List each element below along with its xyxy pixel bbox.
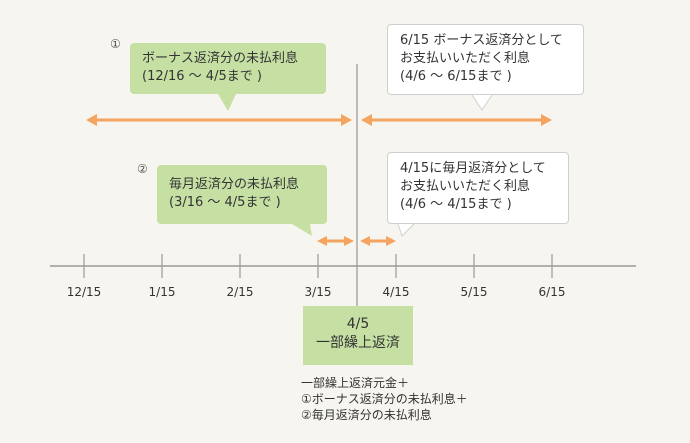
arrowhead	[541, 114, 552, 126]
arrowhead	[341, 114, 352, 126]
arrowhead	[360, 236, 370, 246]
callout-tail-monthly-due	[397, 223, 415, 237]
tick-label-6-15: 6/15	[538, 285, 566, 299]
arrowhead	[361, 114, 372, 126]
arrowhead	[386, 236, 396, 246]
tick-label-4-15: 4/15	[382, 285, 410, 299]
callout-tail-bonus-due	[471, 94, 493, 111]
prepayment-breakdown-note: 一部繰上返済元金＋ ①ボーナス返済分の未払利息＋ ②毎月返済分の未払利息	[301, 376, 468, 422]
callout-bonus-due-interest: 6/15 ボーナス返済分として お支払いいただく利息 (4/6 〜 6/15まで…	[387, 24, 584, 95]
callout-monthly-unpaid-interest: 毎月返済分の未払利息 (3/16 〜 4/5まで )	[157, 165, 327, 224]
arrow-heads	[86, 114, 552, 246]
callout-tail-bonus-unpaid	[218, 94, 236, 111]
arrowhead	[86, 114, 97, 126]
timeline-ticks	[83, 254, 553, 278]
tick-label-5-15: 5/15	[460, 285, 488, 299]
partial-prepayment-box: 4/5 一部繰上返済	[303, 306, 413, 365]
tick-label-2-15: 2/15	[226, 285, 254, 299]
marker-2: ②	[137, 162, 148, 176]
tick-label-1-15: 1/15	[148, 285, 176, 299]
callout-monthly-due-interest: 4/15に毎月返済分として お支払いいただく利息 (4/6 〜 4/15まで )	[387, 152, 569, 224]
marker-1: ①	[110, 37, 121, 51]
arrowhead	[344, 236, 354, 246]
callout-bonus-unpaid-interest: ボーナス返済分の未払利息 (12/16 〜 4/5まで )	[130, 43, 326, 94]
tick-label-12-15: 12/15	[66, 285, 102, 299]
tick-label-3-15: 3/15	[304, 285, 332, 299]
callout-tail-monthly-unpaid	[292, 224, 312, 236]
arrowhead	[317, 236, 327, 246]
